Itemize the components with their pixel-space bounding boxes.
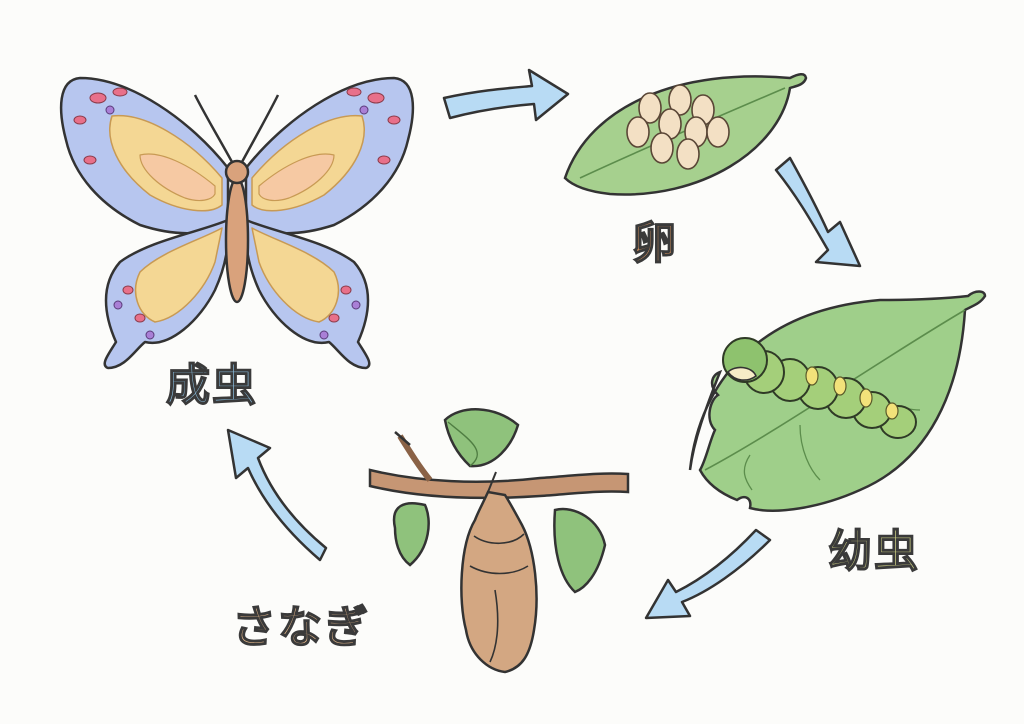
cycle-arrow-icon [226,68,862,620]
adult-stage-label: 成虫 [165,360,258,411]
egg-stage-label: 卵 [631,218,678,269]
butterfly-icon [59,76,415,370]
pupa-stage-label: さなぎ [231,602,370,653]
caterpillar-on-leaf-icon [688,290,987,512]
eggs-on-leaf-icon [563,73,808,196]
larva-stage-label: 幼虫 [827,526,920,577]
chrysalis-on-branch-icon [368,408,630,674]
